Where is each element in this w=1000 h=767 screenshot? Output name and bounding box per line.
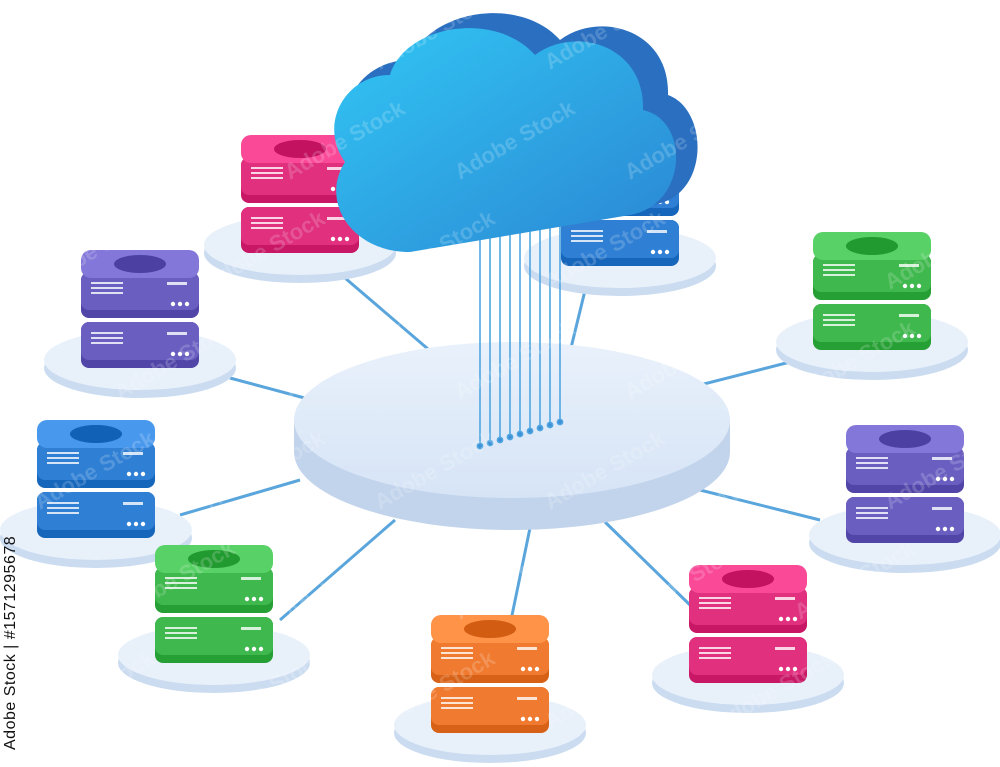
watermark-tile: Adobe Stock bbox=[30, 0, 160, 74]
cloud-fiber-lines bbox=[476, 220, 564, 450]
watermark-tile: Adobe Stock bbox=[960, 95, 1000, 184]
link-left bbox=[229, 376, 313, 402]
link-left-lower bbox=[179, 478, 301, 517]
watermark-tile: Adobe Stock bbox=[110, 95, 240, 184]
link-top-left bbox=[344, 276, 436, 357]
server-purple-right bbox=[809, 425, 1000, 573]
watermark-tile: Adobe Stock bbox=[450, 535, 580, 624]
server-box bbox=[155, 545, 273, 663]
link-bottom-left bbox=[279, 518, 396, 622]
fiber-node bbox=[536, 424, 544, 432]
watermark-tile: Adobe Stock bbox=[880, 0, 1000, 74]
side-watermark-text: Adobe Stock | #1571295678 bbox=[2, 535, 19, 750]
server-group bbox=[0, 135, 1000, 763]
server-blue-left bbox=[0, 420, 192, 568]
server-box bbox=[81, 250, 199, 368]
fiber-node bbox=[476, 442, 484, 450]
fiber-node bbox=[556, 418, 564, 426]
watermark-tile: Adobe Stock bbox=[960, 315, 1000, 404]
server-orange-bottom bbox=[394, 615, 586, 763]
server-box bbox=[846, 425, 964, 543]
server-pink-bottom-right bbox=[652, 565, 844, 713]
link-bottom-right bbox=[603, 520, 692, 607]
watermark-tile: Adobe Stock bbox=[710, 0, 840, 74]
fiber-node bbox=[486, 439, 494, 447]
server-box bbox=[431, 615, 549, 733]
central-hub-disc bbox=[294, 342, 730, 530]
server-pink-top-left bbox=[204, 135, 396, 283]
watermark-tile: Adobe Stock bbox=[880, 645, 1000, 734]
fiber-node bbox=[526, 427, 534, 435]
server-box bbox=[813, 232, 931, 350]
watermark-tile: Adobe Stock bbox=[790, 95, 920, 184]
link-right-lower bbox=[699, 488, 821, 522]
fiber-node bbox=[546, 421, 554, 429]
watermark-tile: Adobe Stock bbox=[540, 645, 670, 734]
server-box bbox=[241, 135, 359, 253]
server-box bbox=[37, 420, 155, 538]
watermark-tile: Adobe Stock bbox=[200, 0, 330, 74]
network-links bbox=[179, 269, 821, 626]
fiber-node bbox=[496, 436, 504, 444]
server-green-right bbox=[776, 232, 968, 380]
server-purple-left bbox=[44, 250, 236, 398]
link-right bbox=[699, 360, 791, 387]
watermark-tile: Adobe Stock bbox=[30, 645, 160, 734]
server-green-bottom-left bbox=[118, 545, 310, 693]
server-box bbox=[689, 565, 807, 683]
fiber-node bbox=[516, 430, 524, 438]
fiber-node bbox=[506, 433, 514, 441]
link-bottom bbox=[508, 527, 532, 626]
watermark-tile: Adobe Stock bbox=[280, 535, 410, 624]
cloud-icon bbox=[334, 13, 698, 253]
